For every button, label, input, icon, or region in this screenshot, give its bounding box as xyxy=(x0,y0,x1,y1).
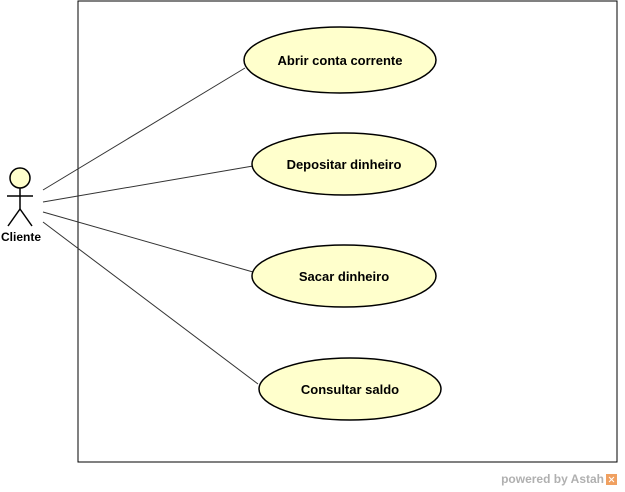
use-case-label: Abrir conta corrente xyxy=(278,53,403,68)
actor-label: Cliente xyxy=(1,230,41,244)
footer-text: powered by Astah xyxy=(501,472,604,486)
actor-figure[interactable] xyxy=(7,167,33,227)
use-case-sacar[interactable]: Sacar dinheiro xyxy=(251,244,437,308)
powered-by-footer: powered by Astah xyxy=(501,472,617,486)
use-case-label: Sacar dinheiro xyxy=(299,269,389,284)
astah-logo-icon xyxy=(606,473,617,485)
use-case-ellipse xyxy=(243,26,437,94)
actor-right-leg xyxy=(19,208,33,227)
use-case-ellipse xyxy=(258,357,442,421)
use-case-label: Consultar saldo xyxy=(301,382,399,397)
association-line xyxy=(42,67,246,191)
actor-left-leg xyxy=(7,208,21,227)
actor-head xyxy=(9,167,31,189)
use-case-abrir-conta[interactable]: Abrir conta corrente xyxy=(243,26,437,94)
association-line xyxy=(42,165,254,203)
system-boundary xyxy=(77,0,618,463)
association-line xyxy=(42,221,259,385)
association-line xyxy=(42,211,254,273)
use-case-depositar[interactable]: Depositar dinheiro xyxy=(251,132,437,196)
use-case-label: Depositar dinheiro xyxy=(287,157,402,172)
use-case-ellipse xyxy=(251,244,437,308)
use-case-consultar[interactable]: Consultar saldo xyxy=(258,357,442,421)
use-case-ellipse xyxy=(251,132,437,196)
